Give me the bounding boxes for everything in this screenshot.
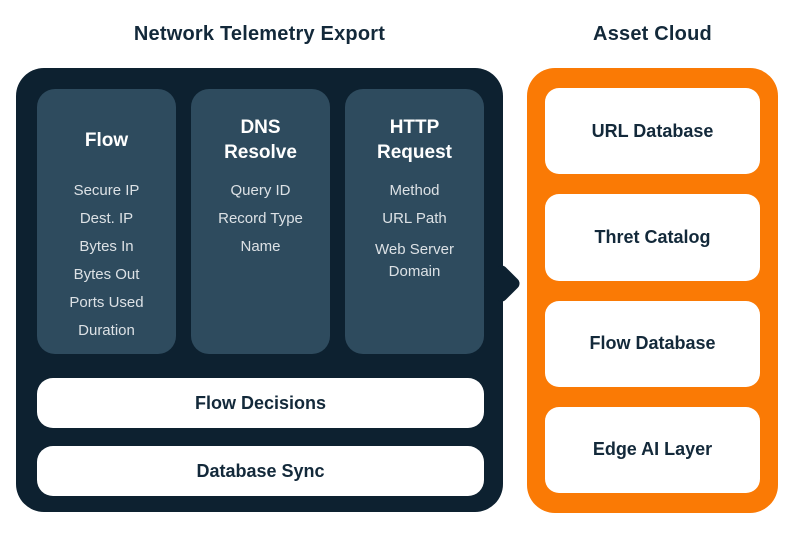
bar-label: Database Sync bbox=[196, 460, 325, 481]
card-item: Bytes Out bbox=[73, 266, 140, 283]
card-item: Ports Used bbox=[69, 294, 144, 311]
card-heading: HTTP Request bbox=[377, 117, 452, 163]
card-item: Dest. IP bbox=[79, 210, 134, 227]
card-heading: Flow bbox=[84, 129, 129, 151]
telemetry-columns: Flow Secure IP Dest. IP Bytes In Bytes O… bbox=[37, 89, 484, 354]
card-item: Duration bbox=[78, 322, 135, 339]
cloud-card-label: Flow Database bbox=[589, 333, 716, 354]
telemetry-panel: Flow Secure IP Dest. IP Bytes In Bytes O… bbox=[16, 68, 523, 512]
card-item: URL Path bbox=[382, 210, 447, 227]
bar-label: Flow Decisions bbox=[194, 392, 327, 413]
cloud-title: Asset Cloud bbox=[593, 23, 712, 45]
flow-decisions-bar: Flow Decisions bbox=[37, 378, 484, 428]
card-item: Query ID bbox=[230, 182, 291, 199]
card-item: Name bbox=[240, 238, 281, 255]
card-item-list: Secure IP Dest. IP Bytes In Bytes Out Po… bbox=[37, 177, 176, 345]
telemetry-card-dns-resolve: DNS Resolve Query ID Record Type Name bbox=[191, 89, 330, 354]
cloud-card-url-database: URL Database bbox=[545, 88, 760, 175]
right-arrow-icon bbox=[480, 262, 523, 305]
cloud-card-label: Edge AI Layer bbox=[592, 439, 713, 460]
card-heading: DNS Resolve bbox=[224, 117, 297, 163]
cloud-card-edge-ai-layer: Edge AI Layer bbox=[545, 406, 760, 493]
database-sync-bar: Database Sync bbox=[37, 446, 484, 496]
card-item: Web Server Domain bbox=[375, 241, 454, 280]
cloud-card-label: Thret Catalog bbox=[594, 226, 711, 247]
card-item: Secure IP bbox=[73, 182, 140, 199]
card-item: Bytes In bbox=[79, 238, 134, 255]
card-item: Record Type bbox=[218, 210, 303, 227]
cloud-card-thret-catalog: Thret Catalog bbox=[545, 194, 760, 281]
telemetry-title: Network Telemetry Export bbox=[133, 23, 386, 45]
cloud-card-label: URL Database bbox=[591, 120, 714, 141]
cloud-panel: URL Database Thret Catalog Flow Database… bbox=[527, 68, 778, 513]
card-item: Method bbox=[389, 182, 440, 199]
card-item-list: Query ID Record Type Name bbox=[191, 177, 330, 261]
cloud-card-flow-database: Flow Database bbox=[545, 300, 760, 387]
telemetry-card-flow: Flow Secure IP Dest. IP Bytes In Bytes O… bbox=[37, 89, 176, 354]
telemetry-card-http-request: HTTP Request Method URL Path Web Server … bbox=[345, 89, 484, 354]
card-item-list: Method URL Path Web Server Domain bbox=[345, 177, 484, 283]
